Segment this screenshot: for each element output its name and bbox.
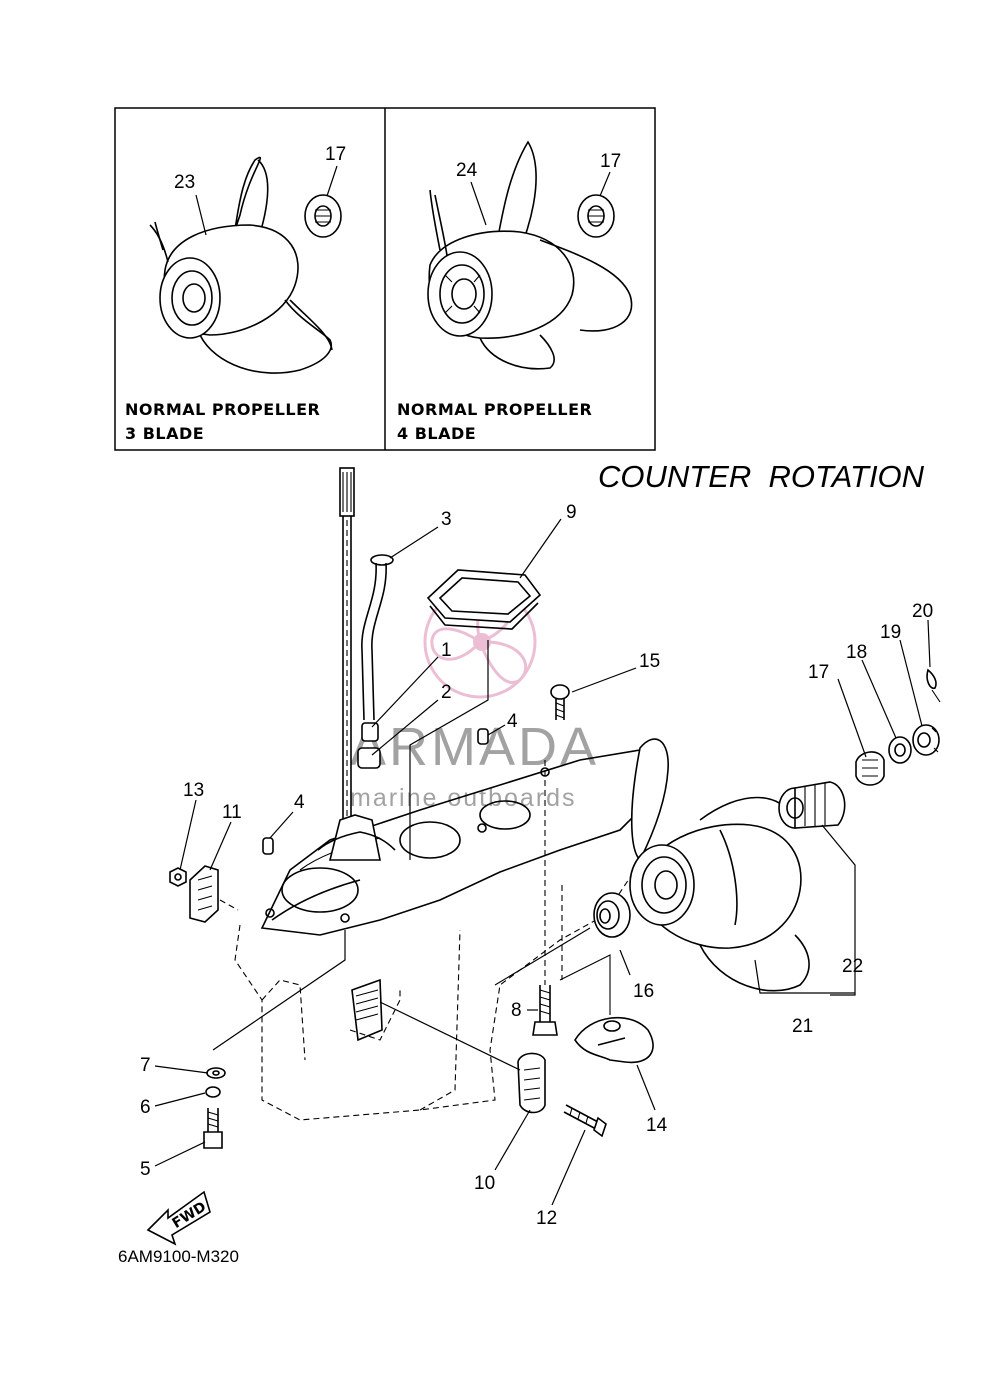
inset-4-caption-line2: 4 BLADE (397, 424, 476, 443)
callout-21: 21 (792, 1016, 813, 1037)
anode-11 (189, 865, 219, 923)
callout-12: 12 (536, 1208, 557, 1229)
propeller-21 (629, 738, 810, 992)
nut-17-inset-b (577, 194, 615, 238)
propeller-3-blade-drawing (149, 156, 333, 374)
callout-15: 15 (639, 651, 660, 672)
inset-4-caption-line1: NORMAL PROPELLER (397, 400, 592, 419)
bolt-8 (532, 985, 558, 1036)
callout-19: 19 (880, 622, 901, 643)
callout-17: 17 (808, 662, 829, 683)
trim-tab-14 (574, 1016, 654, 1064)
propeller-4-blade-drawing (427, 140, 633, 370)
inset-callout-17-b: 17 (600, 151, 621, 172)
anode-10 (517, 1052, 546, 1114)
bolt-15 (550, 684, 570, 720)
callout-18: 18 (846, 642, 867, 663)
callout-16: 16 (633, 981, 654, 1002)
callout-8: 8 (511, 1000, 522, 1021)
nut-19 (912, 724, 940, 756)
inset-callout-23: 23 (174, 172, 195, 193)
pin-4-right (477, 728, 489, 745)
callout-14: 14 (646, 1115, 668, 1136)
bolt-5 (203, 1108, 223, 1149)
watermark-brand: ARMADA (350, 717, 599, 777)
diagram-title: COUNTER ROTATION (598, 459, 925, 494)
washer-18 (888, 736, 912, 764)
washer-7 (206, 1067, 226, 1079)
spacer-22 (778, 781, 846, 829)
callout-4-left: 4 (294, 792, 305, 813)
leader-lines (154, 518, 931, 1206)
nut-17-inset-a (304, 194, 342, 238)
inset-3-caption-line2: 3 BLADE (125, 424, 204, 443)
diagram-code: 6AM9100-M320 (118, 1247, 239, 1266)
callout-11: 11 (222, 802, 242, 823)
callout-13: 13 (183, 780, 204, 801)
inset-panel (114, 107, 656, 451)
inset-callout-17-a: 17 (325, 144, 346, 165)
callout-9: 9 (566, 502, 577, 523)
fwd-arrow-icon: FWD (146, 1190, 211, 1246)
watermark-tagline: marine outboards (350, 784, 577, 812)
pin-4-left (262, 837, 274, 855)
callout-6: 6 (140, 1097, 151, 1118)
callout-3: 3 (441, 509, 452, 530)
callout-20: 20 (912, 601, 933, 622)
inset-3-caption-line1: NORMAL PROPELLER (125, 400, 320, 419)
callout-7: 7 (140, 1055, 151, 1076)
nut-13 (169, 867, 187, 887)
inset-callout-24: 24 (456, 160, 478, 181)
callout-22: 22 (842, 956, 863, 977)
washer-17 (855, 751, 885, 786)
callout-10: 10 (474, 1173, 495, 1194)
callout-4-right: 4 (507, 711, 518, 732)
cotter-pin-20 (926, 668, 941, 703)
callout-5: 5 (140, 1159, 151, 1180)
callout-2: 2 (441, 682, 452, 703)
seal-16 (593, 892, 631, 938)
washer-6 (205, 1086, 221, 1098)
screw-12 (563, 1104, 607, 1138)
callout-1: 1 (441, 640, 452, 661)
